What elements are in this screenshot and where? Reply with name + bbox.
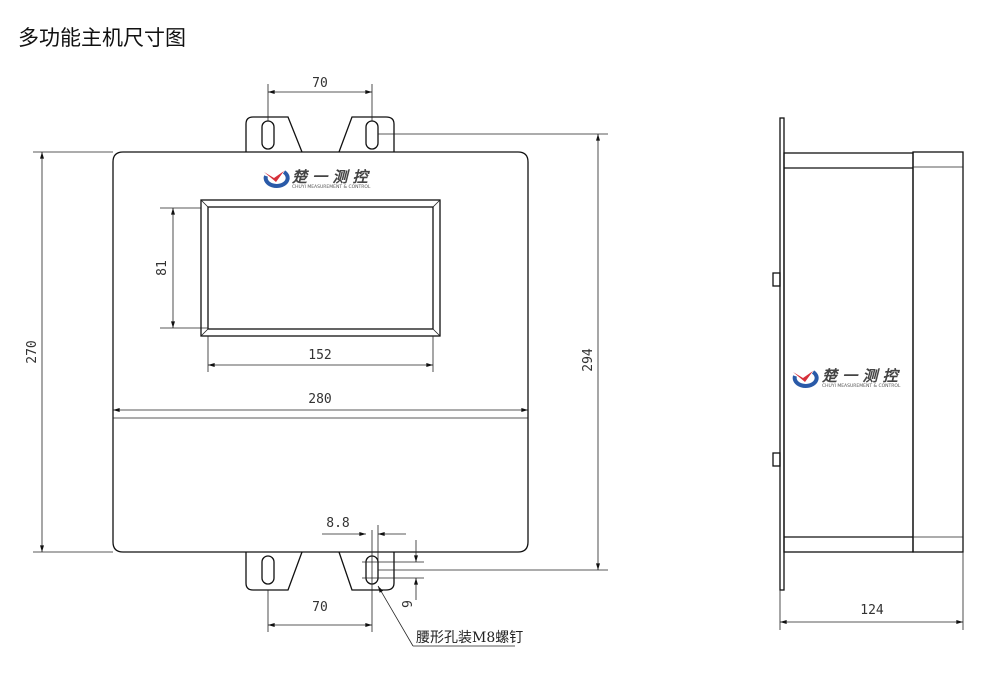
slot-hole <box>261 555 275 585</box>
dim-tab-spacing-bottom: 70 <box>312 600 328 615</box>
dim-slot-offset: 8.8 <box>326 516 349 531</box>
page-title: 多功能主机尺寸图 <box>18 26 186 50</box>
logo-text-en: CHUYI MEASUREMENT & CONTROL <box>292 184 371 190</box>
screen <box>207 206 434 330</box>
top-tab-left <box>245 116 303 153</box>
logo-text-cn: 楚 一 测 控 <box>821 367 901 385</box>
dim-tab-spacing-top: 70 <box>312 76 328 91</box>
bottom-tab-left <box>245 551 303 591</box>
dim-screen-height: 81 <box>155 260 170 276</box>
logo-text-cn: 楚 一 测 控 <box>291 168 371 186</box>
side-body <box>783 152 914 553</box>
side-clip <box>772 272 781 287</box>
top-tab-right <box>338 116 395 153</box>
slot-hole <box>365 120 379 150</box>
brand-logo: 楚 一 测 控 CHUYI MEASUREMENT & CONTROL <box>262 168 371 190</box>
side-view: 楚 一 测 控 CHUYI MEASUREMENT & CONTROL 124 <box>772 117 964 630</box>
mounting-note: 腰形孔装M8螺钉 <box>416 630 523 646</box>
dim-slot-height: 6 <box>398 600 413 608</box>
slot-hole <box>261 120 275 150</box>
side-cover <box>912 151 964 553</box>
front-view: 楚 一 测 控 CHUYI MEASUREMENT & CONTROL 70 8… <box>25 76 608 647</box>
brand-logo-side: 楚 一 测 控 CHUYI MEASUREMENT & CONTROL <box>791 367 901 389</box>
screen-frame <box>200 199 441 337</box>
logo-text-en: CHUYI MEASUREMENT & CONTROL <box>822 383 901 389</box>
dim-body-width: 280 <box>308 392 331 407</box>
dim-screen-width: 152 <box>308 348 331 363</box>
dim-total-height: 294 <box>581 348 596 372</box>
dim-depth: 124 <box>860 603 884 618</box>
body-outline <box>112 151 529 553</box>
side-clip <box>772 452 781 467</box>
bottom-tab-right <box>338 551 395 591</box>
dim-body-height: 270 <box>25 340 40 363</box>
